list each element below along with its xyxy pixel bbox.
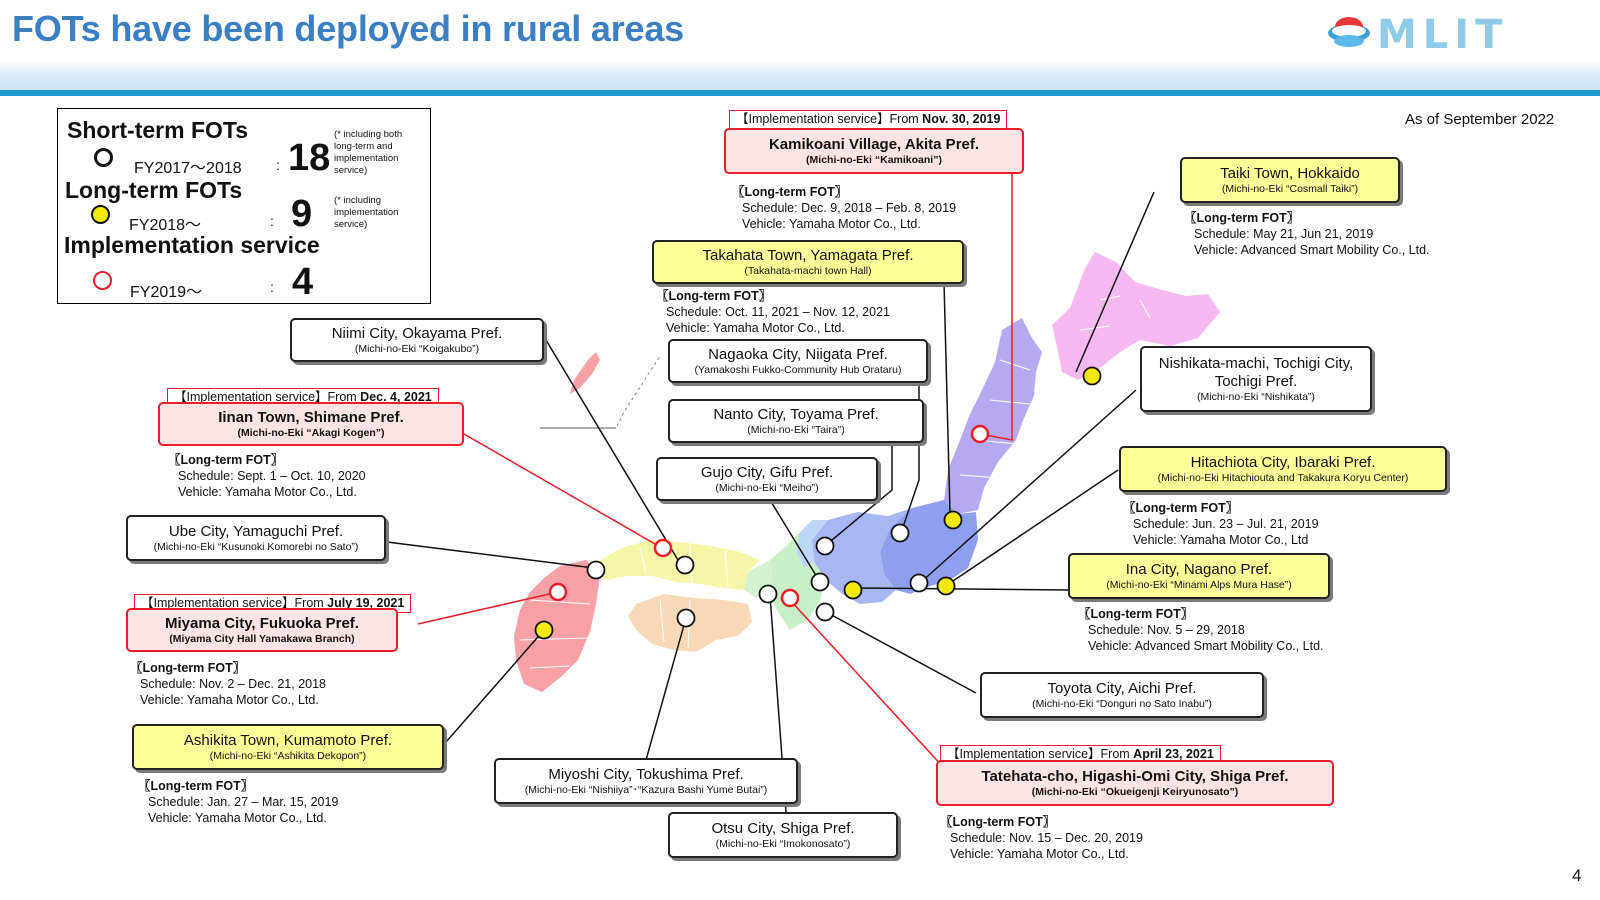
- legend-short-term-count: 18: [288, 137, 331, 179]
- leader-taiki: [1075, 191, 1155, 373]
- site-niimi: Niimi City, Okayama Pref. (Michi-no-Eki …: [290, 318, 544, 362]
- site-taiki: Taiki Town, Hokkaido (Michi-no-Eki “Cosm…: [1180, 157, 1400, 203]
- long-term-marker-icon: [91, 205, 110, 224]
- leader-hitachiota: [946, 469, 1119, 586]
- marker-takahata: [943, 510, 963, 530]
- marker-toyota: [815, 602, 835, 622]
- miyama-fot-details: 〖Long-term FOT〗 Schedule: Nov. 2 – Dec. …: [130, 661, 326, 707]
- region-kinki: [768, 532, 826, 630]
- iinan-fot-details: 〖Long-term FOT〗 Schedule: Sept. 1 – Oct.…: [168, 453, 366, 499]
- mlit-emblem-icon: [1328, 17, 1370, 47]
- legend-long-term-count: 9: [291, 193, 313, 235]
- leader-nanto: [825, 442, 893, 546]
- ashikita-fot-details: 〖Long-term FOT〗 Schedule: Jan. 27 – Mar.…: [138, 779, 339, 825]
- region-kyushu: [514, 560, 600, 692]
- marker-miyoshi: [676, 608, 696, 628]
- leader-miyoshi: [645, 617, 687, 761]
- page-number: 4: [1572, 866, 1582, 885]
- site-ube: Ube City, Yamaguchi Pref. (Michi-no-Eki …: [126, 515, 386, 561]
- site-ina: Ina City, Nagano Pref. (Michi-no-Eki “Mi…: [1068, 553, 1330, 599]
- leader-iinan: [463, 433, 663, 549]
- marker-tatehata: [780, 588, 800, 608]
- leader-nishikata: [919, 389, 1137, 584]
- mlit-logo-text: MLIT: [1377, 12, 1508, 56]
- hitachiota-fot-details: 〖Long-term FOT〗 Schedule: Jun. 23 – Jul.…: [1123, 501, 1319, 547]
- site-hitachiota: Hitachiota City, Ibaraki Pref. (Michi-no…: [1119, 446, 1447, 492]
- marker-hitachiota: [936, 576, 956, 596]
- header-band: [0, 60, 1600, 90]
- leader-kamikoani: [979, 172, 1013, 441]
- marker-niimi: [675, 555, 695, 575]
- site-miyama: Miyama City, Fukuoka Pref. (Miyama City …: [126, 608, 398, 652]
- site-nanto: Nanto City, Toyama Pref. (Michi-no-Eki “…: [668, 399, 924, 443]
- site-nishikata: Nishikata-machi, Tochigi City, Tochigi P…: [1140, 346, 1372, 412]
- legend: Short-term FOTs FY2017～2018 : 18 (* incl…: [57, 108, 431, 304]
- legend-short-term-title: Short-term FOTs: [67, 117, 249, 143]
- legend-implementation-count: 4: [292, 261, 314, 303]
- site-toyota: Toyota City, Aichi Pref. (Michi-no-Eki “…: [980, 672, 1264, 718]
- leader-niimi: [545, 339, 682, 566]
- leader-ube: [386, 541, 595, 569]
- marker-ina: [843, 580, 863, 600]
- taiki-fot-details: 〖Long-term FOT〗 Schedule: May 21, Jun 21…: [1184, 211, 1430, 257]
- marker-otsu: [758, 584, 778, 604]
- leader-ashikita: [445, 629, 545, 743]
- legend-implementation-period: FY2019～: [130, 284, 203, 301]
- marker-kamikoani: [970, 424, 990, 444]
- marker-iinan: [653, 538, 673, 558]
- slide-title: FOTs have been deployed in rural areas: [12, 8, 684, 49]
- legend-long-term-note: (* including implementation service): [334, 195, 399, 230]
- legend-long-term-period: FY2018～: [129, 217, 202, 234]
- tatehata-implementation-label: 【Implementation service】From April 23, 2…: [940, 745, 1221, 764]
- marker-miyama: [548, 582, 568, 602]
- site-ashikita: Ashikita Town, Kumamoto Pref. (Michi-no-…: [132, 724, 444, 770]
- site-gujo: Gujo City, Gifu Pref. (Michi-no-Eki “Mei…: [656, 457, 878, 501]
- ina-fot-details: 〖Long-term FOT〗 Schedule: Nov. 5 – 29, 2…: [1078, 607, 1324, 653]
- legend-short-term-period: FY2017～2018: [134, 160, 242, 177]
- marker-ube: [586, 560, 606, 580]
- legend-long-term-title: Long-term FOTs: [65, 177, 243, 203]
- leader-toyota: [825, 611, 977, 694]
- site-nagaoka: Nagaoka City, Niigata Pref. (Yamakoshi F…: [668, 339, 928, 383]
- region-chubu: [812, 508, 912, 604]
- mlit-logo: MLIT: [1328, 12, 1508, 56]
- leader-takahata: [943, 281, 951, 514]
- site-takahata: Takahata Town, Yamagata Pref. (Takahata-…: [652, 240, 964, 284]
- header-rule: [0, 90, 1600, 96]
- takahata-fot-details: 〖Long-term FOT〗 Schedule: Oct. 11, 2021 …: [656, 289, 890, 335]
- legend-implementation-title: Implementation service: [64, 232, 320, 258]
- site-otsu: Otsu City, Shiga Pref. (Michi-no-Eki “Im…: [668, 812, 898, 858]
- implementation-marker-icon: [93, 271, 112, 290]
- short-term-marker-icon: [94, 148, 113, 167]
- region-islands: [570, 352, 600, 394]
- as-of-date: As of September 2022: [1405, 111, 1555, 128]
- kamikoani-implementation-label: 【Implementation service】From Nov. 30, 20…: [729, 110, 1008, 129]
- marker-nishikata: [909, 573, 929, 593]
- leader-tatehata: [789, 599, 945, 769]
- marker-nagaoka: [890, 523, 910, 543]
- site-tatehata: Tatehata-cho, Higashi-Omi City, Shiga Pr…: [936, 760, 1334, 806]
- leader-miyama: [417, 591, 559, 625]
- region-hokkaido: [1052, 252, 1220, 380]
- tatehata-fot-details: 〖Long-term FOT〗 Schedule: Nov. 15 – Dec.…: [940, 815, 1143, 861]
- marker-taiki: [1082, 366, 1102, 386]
- marker-nanto: [815, 536, 835, 556]
- site-kamikoani: Kamikoani Village, Akita Pref. (Michi-no…: [724, 128, 1024, 174]
- marker-gujo: [810, 572, 830, 592]
- legend-short-term-note: (* including both long-term and implemen…: [334, 129, 403, 176]
- site-iinan: Iinan Town, Shimane Pref. (Michi-no-Eki …: [158, 402, 464, 446]
- kamikoani-fot-details: 〖Long-term FOT〗 Schedule: Dec. 9, 2018 –…: [732, 185, 957, 231]
- leader-ina: [857, 587, 1069, 591]
- marker-ashikita: [534, 620, 554, 640]
- site-miyoshi: Miyoshi City, Tokushima Pref. (Michi-no-…: [494, 758, 798, 804]
- region-tohoku: [944, 318, 1042, 514]
